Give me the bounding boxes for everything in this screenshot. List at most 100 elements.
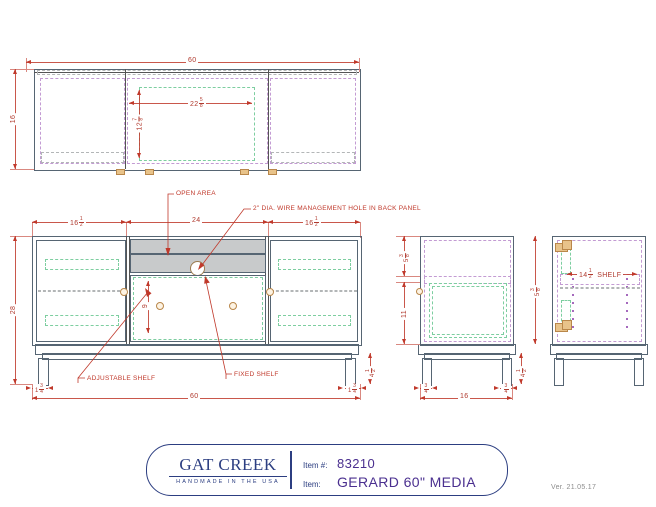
- secv-shelf-arrow-l: [567, 272, 572, 276]
- fv-center-knob-left[interactable]: [156, 302, 164, 310]
- fv-width-arrow-r: [355, 396, 360, 400]
- top-view-left-grey: [41, 152, 124, 163]
- secv-shelf-arrow-r: [632, 272, 637, 276]
- sv-depth-value: 16: [458, 393, 471, 401]
- secv-hinge-bot-2: [562, 320, 572, 330]
- sv-pink-outer: [424, 240, 511, 342]
- top-depth-arrow-up: [13, 69, 17, 74]
- fv-leg-arrow-u: [368, 353, 372, 358]
- fv-center-arrow-l: [126, 220, 131, 224]
- opening-depth-arrow-down: [137, 153, 141, 158]
- sv-depth-arrow-l: [420, 396, 425, 400]
- top-width-arrow-left: [26, 60, 31, 64]
- sv-depth-arrow-r: [507, 396, 512, 400]
- secv-hinge-top-2: [562, 240, 572, 250]
- fv-center-arrow-r: [263, 220, 268, 224]
- fv-apron: [35, 344, 359, 355]
- sv-leg-right: [502, 358, 512, 386]
- top-view-left-pink: [40, 78, 125, 164]
- brand-logo: GAT CREEK HANDMADE IN THE USA: [169, 455, 287, 485]
- ext-fv-b: [126, 222, 127, 238]
- fv-offset-right-arrow-a: [338, 386, 343, 390]
- sv-inset-l-b: [432, 386, 437, 390]
- sv-leg-arrow-u: [519, 353, 523, 358]
- sv-inset-l-a: [414, 386, 419, 390]
- sv-apron: [418, 344, 516, 355]
- fv-left-arrow-r: [121, 220, 126, 224]
- fv-center-upper-band: [130, 239, 266, 254]
- ext-sv-3: [396, 282, 420, 283]
- note-open-area: OPEN AREA: [176, 190, 216, 197]
- fv-offset-left-arrow-a: [26, 386, 31, 390]
- top-width-arrow-right: [354, 60, 359, 64]
- sv-green-inner: [432, 286, 504, 335]
- sv-leg-arrow-d: [519, 379, 523, 384]
- fv-div-left2: [129, 236, 130, 344]
- secv-apron: [550, 344, 648, 355]
- note-wire-hole: 2" DIA. WIRE MANAGEMENT HOLE IN BACK PAN…: [253, 205, 421, 212]
- top-view-back-panel: [37, 70, 357, 75]
- sv-inset-r-a: [494, 386, 499, 390]
- ext-fv-h-top: [10, 236, 32, 237]
- brand-name: GAT CREEK: [179, 455, 277, 474]
- fv-right-knob[interactable]: [266, 288, 274, 296]
- fv-left-arrow-l: [32, 220, 37, 224]
- sv-lower-value: 11: [400, 308, 409, 320]
- title-block-divider: [290, 451, 292, 489]
- item-number-row: Item #: 83210: [303, 456, 375, 471]
- sv-inset-r-b: [512, 386, 517, 390]
- fv-height-arrow-u: [13, 236, 17, 241]
- top-view-leg-1: [116, 169, 125, 175]
- top-view-outline: [34, 69, 361, 171]
- secv-pin-col-right: [626, 278, 628, 328]
- top-view-leg-2: [145, 169, 154, 175]
- item-name-value: GERARD 60" MEDIA: [337, 474, 476, 490]
- title-block: GAT CREEK HANDMADE IN THE USA Item #: 83…: [146, 444, 508, 496]
- brand-tagline: HANDMADE IN THE USA: [176, 479, 280, 485]
- ext-fv-c: [268, 222, 269, 238]
- note-fixed-shelf: FIXED SHELF: [234, 371, 279, 378]
- secv-left-arrow-u: [533, 236, 537, 241]
- ext-fv-h-bot: [10, 384, 40, 385]
- secv-pink-outer: [557, 240, 642, 342]
- ext-sv-d-r: [512, 384, 513, 400]
- sv-knob[interactable]: [416, 288, 423, 295]
- ext-fv-a: [32, 222, 33, 238]
- top-view-right-pink: [270, 78, 356, 164]
- top-view-center-pink: [127, 78, 268, 164]
- fv-width-value: 60: [188, 393, 201, 401]
- ext-sv-2: [396, 276, 420, 277]
- item-number-label: Item #:: [303, 461, 328, 470]
- fv-right-shelf-top: [278, 259, 351, 270]
- sv-top-arrow-u: [402, 236, 406, 241]
- top-view-leg-3: [240, 169, 249, 175]
- fv-offset-left-arrow-b: [48, 386, 53, 390]
- opening-depth-arrow-up: [137, 90, 141, 95]
- secv-pin-col-left: [572, 278, 574, 328]
- opening-width-arrow-right: [247, 101, 252, 105]
- secv-carcass: [552, 236, 646, 346]
- fv-width-arrow-l: [32, 396, 37, 400]
- secv-leg-right: [634, 358, 644, 386]
- top-depth-arrow-down: [13, 164, 17, 169]
- fv-leg-arrow-d: [368, 379, 372, 384]
- fv-left-knob[interactable]: [120, 288, 128, 296]
- secv-stretcher: [556, 353, 642, 360]
- secv-leg-left: [554, 358, 564, 386]
- ext-fv-w-right: [360, 384, 361, 400]
- opening-width-arrow-left: [129, 101, 134, 105]
- version-label: Ver. 21.05.17: [551, 484, 597, 491]
- fv-center-knob-right[interactable]: [229, 302, 237, 310]
- sv-lower-arrow-d: [402, 339, 406, 344]
- top-view-back-edge: [34, 72, 359, 73]
- fv-height-arrow-d: [13, 379, 17, 384]
- top-view-right-grey: [271, 152, 355, 163]
- sv-stretcher: [424, 353, 510, 360]
